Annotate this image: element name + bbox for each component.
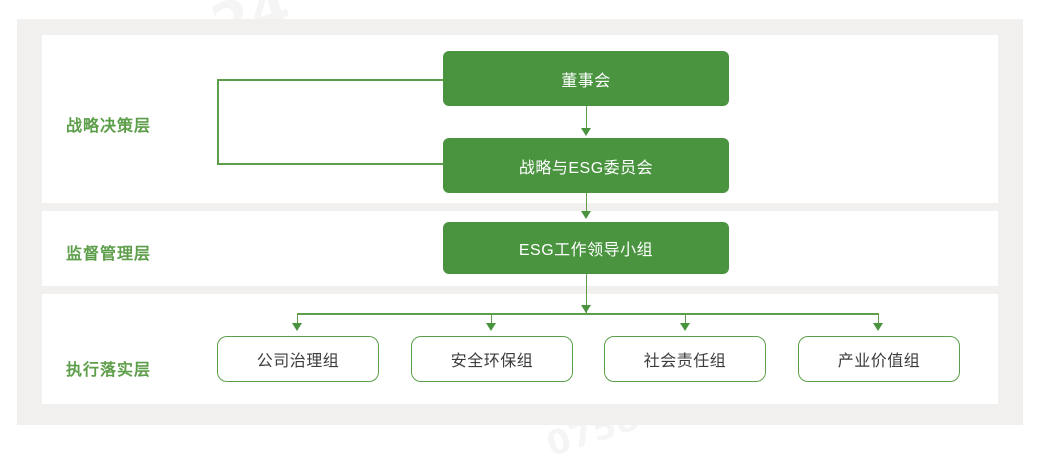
bracket-line-to-committee xyxy=(217,163,444,165)
org-chart-canvas: 24 28080035 07580 战略决策层 监督管理层 执行落实层 董事会 … xyxy=(17,19,1023,425)
layer-label-supervision: 监督管理层 xyxy=(66,246,152,263)
connector-board-to-committee xyxy=(585,106,588,130)
node-group-safety-environment[interactable]: 安全环保组 xyxy=(411,336,573,382)
bracket-vertical-line xyxy=(217,79,219,164)
node-strategy-esg-committee[interactable]: 战略与ESG委员会 xyxy=(443,138,729,193)
connector-drop-group-1 xyxy=(296,313,299,328)
connector-drop-group-3 xyxy=(684,313,687,328)
arrowhead-board-to-committee xyxy=(581,128,591,136)
layer-label-strategy: 战略决策层 xyxy=(66,118,152,135)
node-esg-taskforce[interactable]: ESG工作领导小组 xyxy=(443,222,729,274)
connector-distribution-bus xyxy=(297,313,878,315)
connector-taskforce-to-bus xyxy=(585,274,588,313)
connector-drop-group-4 xyxy=(877,313,880,328)
connector-drop-group-2 xyxy=(490,313,493,328)
node-group-industry-value[interactable]: 产业价值组 xyxy=(798,336,960,382)
bracket-line-to-board xyxy=(217,79,444,81)
arrowhead-group-1 xyxy=(292,323,302,331)
arrowhead-group-4 xyxy=(873,323,883,331)
arrowhead-group-3 xyxy=(680,323,690,331)
layer-label-execution: 执行落实层 xyxy=(66,362,152,379)
arrowhead-taskforce-to-group-4 xyxy=(581,305,591,313)
node-group-social-responsibility[interactable]: 社会责任组 xyxy=(604,336,766,382)
arrowhead-group-2 xyxy=(486,323,496,331)
arrowhead-committee-to-taskforce xyxy=(581,211,591,219)
node-board[interactable]: 董事会 xyxy=(443,51,729,106)
connector-committee-to-taskforce xyxy=(585,193,588,213)
node-group-governance[interactable]: 公司治理组 xyxy=(217,336,379,382)
